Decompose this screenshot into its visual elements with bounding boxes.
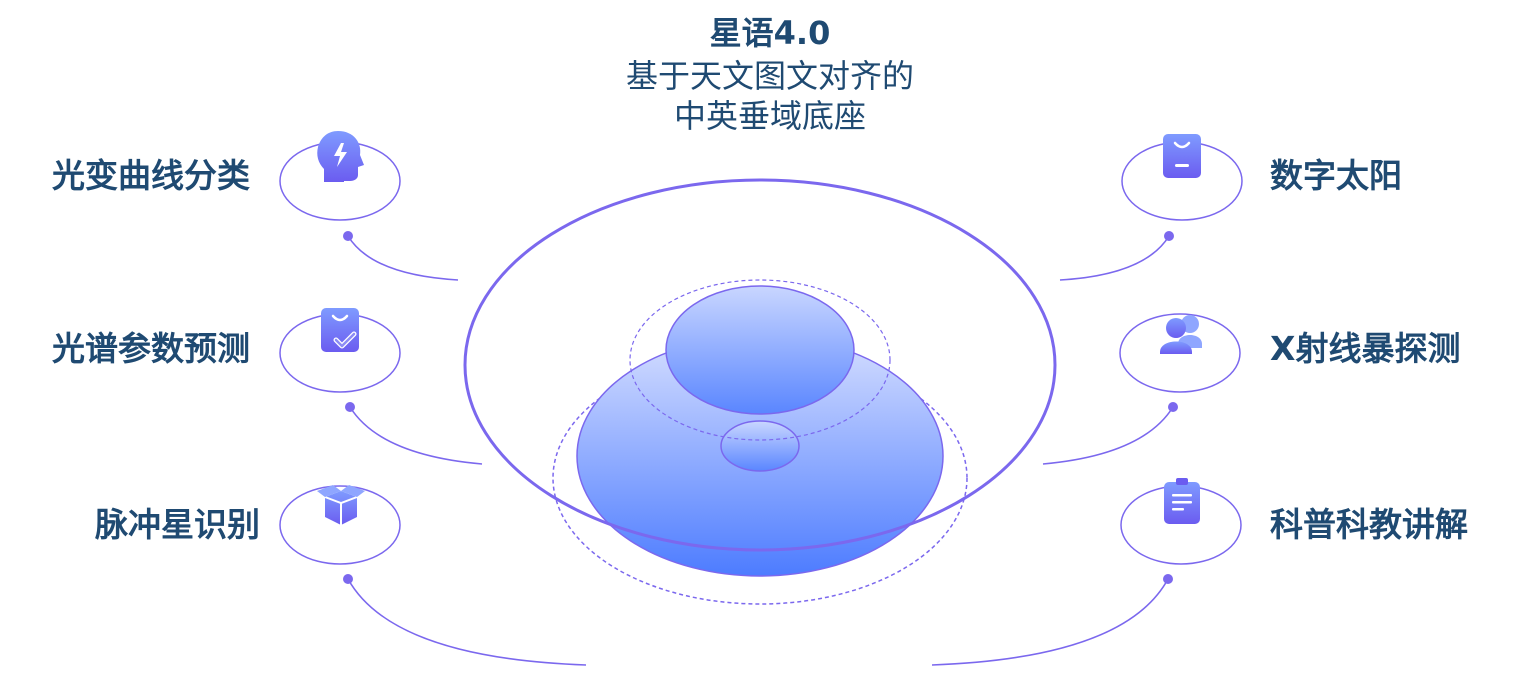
- open-box-icon: [317, 485, 365, 525]
- label-left-1: 光变曲线分类: [52, 156, 250, 195]
- label-right-3: 科普科教讲解: [1270, 505, 1468, 544]
- core-disk: [720, 420, 800, 472]
- top-disk: [665, 285, 855, 415]
- diagram-title: 星语4.0: [709, 14, 831, 52]
- bag-check-icon: [321, 308, 359, 352]
- connector-left-2: [349, 406, 483, 465]
- head-lightning-icon: [317, 131, 364, 182]
- connector-right-2: [1042, 406, 1174, 465]
- connector-dot-left-3: [343, 574, 353, 584]
- connector-left-1: [347, 235, 459, 281]
- connector-dot-right-2: [1168, 402, 1178, 412]
- left-connectors: [343, 231, 587, 666]
- users-icon: [1160, 315, 1202, 354]
- clipboard-icon: [1164, 478, 1200, 524]
- bag-icon: [1163, 134, 1201, 178]
- central-stack: [463, 178, 1057, 605]
- connector-right-3: [931, 578, 1169, 666]
- diagram-subtitle-line-2: 中英垂域底座: [673, 97, 866, 135]
- connector-dot-left-1: [343, 231, 353, 241]
- connector-dot-right-3: [1163, 574, 1173, 584]
- orbit-ring: [463, 178, 1057, 552]
- connector-right-1: [1059, 235, 1170, 281]
- label-left-3: 脉冲星识别: [95, 505, 260, 544]
- right-connectors: [931, 231, 1178, 666]
- title-block: 星语4.0 基于天文图文对齐的 中英垂域底座: [520, 10, 1020, 136]
- label-right-2: X射线暴探测: [1270, 329, 1461, 368]
- upper-dashed-ring: [629, 279, 891, 441]
- connector-dot-left-2: [345, 402, 355, 412]
- outer-dashed-ring: [552, 351, 968, 605]
- label-right-1: 数字太阳: [1270, 156, 1402, 195]
- connector-dot-right-1: [1164, 231, 1174, 241]
- connector-left-3: [347, 578, 587, 666]
- label-left-2: 光谱参数预测: [52, 329, 250, 368]
- diagram-subtitle-line-1: 基于天文图文对齐的: [625, 57, 914, 95]
